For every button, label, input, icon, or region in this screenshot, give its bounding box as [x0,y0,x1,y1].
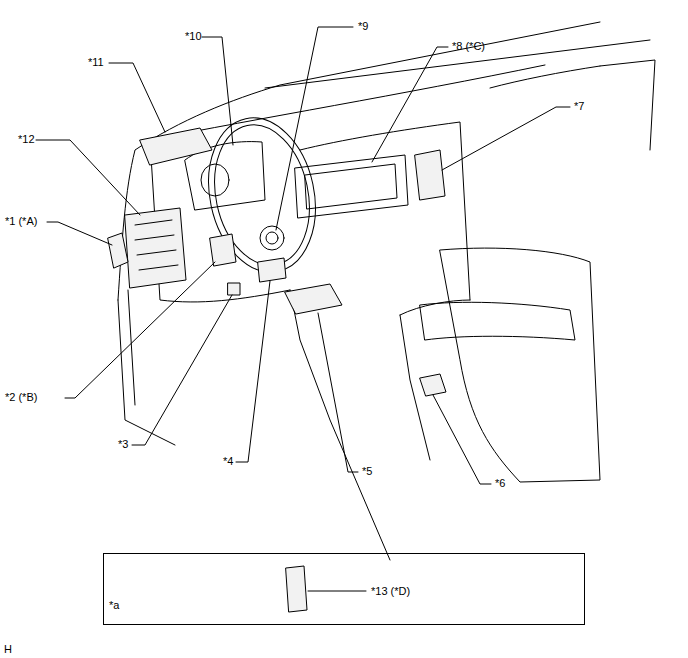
armrest [420,302,575,340]
callout-number: *6 [495,477,505,490]
roof-line [265,40,650,88]
callout-number: *9 [358,20,368,33]
door-line [128,290,135,405]
switch [210,234,236,266]
sensor [420,374,446,396]
module [108,233,128,268]
wheel-hub [260,226,284,250]
console-line [290,290,390,560]
junction-block [135,220,178,270]
callout-number: *12 [18,133,35,146]
callout-number: *3 [118,438,128,451]
center-display [295,155,408,218]
wheel-hub [266,232,278,244]
airbag-ecu [285,284,342,314]
connector [228,283,240,295]
callout-number: *10 [185,30,202,43]
ecu-module [415,150,445,200]
callout-number: *5 [362,465,372,478]
ecu-module [286,566,307,612]
figure-code: H [4,643,12,656]
dash-top [150,65,545,140]
callout-number: *8 (*C) [452,40,485,53]
inset-box: *a *13 (*D) [103,553,585,625]
pillar-line [118,22,600,300]
junction-block [125,208,186,288]
callout-number: *4 [223,455,233,468]
callout-number: *7 [574,100,584,113]
center-display [305,164,397,209]
leader-lines [36,27,570,591]
view-label: *a [109,599,119,612]
spiral-cable [258,258,286,282]
door-line [118,300,175,445]
pillar-line [490,66,600,88]
door-frame [600,60,655,150]
steering-wheel [202,116,322,274]
seat [440,248,600,482]
callout-number: *2 (*B) [5,391,37,404]
callout-number: *13 (*D) [371,585,410,598]
callout-number: *11 [88,56,104,69]
ecu-module [140,128,212,165]
callout-number: *1 (*A) [5,215,37,228]
steering-wheel [195,108,329,282]
